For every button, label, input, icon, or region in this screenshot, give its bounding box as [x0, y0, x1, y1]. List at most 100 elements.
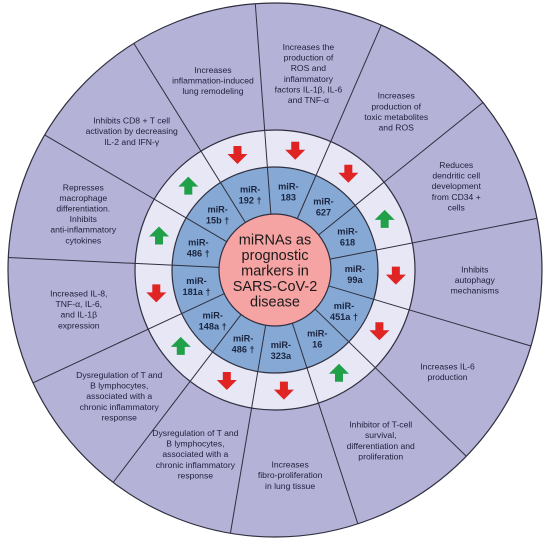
mirna-label-line: miR- [186, 276, 206, 286]
effect-label-line: chronic inflammatory [156, 460, 236, 470]
mirna-label: miR-148a † [199, 311, 227, 332]
down-arrow-icon [146, 284, 167, 303]
effect-label-line: proliferation [358, 451, 403, 461]
effect-label-line: and IL-1β [61, 310, 98, 320]
effect-label-line: Represses [63, 182, 104, 192]
mirna-label-line: 16 [312, 339, 322, 349]
mirna-label: miR-486 † [232, 334, 255, 355]
mirna-label-line: 99a [347, 275, 363, 285]
mirna-label: miR-451a † [330, 301, 358, 322]
mirna-label-line: miR- [307, 328, 327, 338]
center-title-line: disease [250, 294, 300, 310]
mirna-label-line: 486 † [232, 345, 255, 355]
segment-divider [314, 308, 467, 457]
wheel-spokes [8, 3, 538, 534]
mirna-labels: miR-181a †miR-486 †miR-15b †miR-192 †miR… [182, 181, 365, 361]
down-arrow-icon [338, 164, 359, 183]
mirna-label-line: miR- [337, 227, 357, 237]
effect-label-line: cells [448, 202, 465, 212]
segment-divider [8, 256, 220, 268]
segment-divider [229, 325, 267, 534]
mirna-label-line: 148a † [199, 322, 227, 332]
effect-label-line: factors IL-1β, IL-6 [275, 84, 343, 94]
effect-label-line: Dysregulation of T and [76, 370, 162, 380]
effect-label-line: expression [58, 320, 100, 330]
direction-arrows [146, 141, 406, 400]
segment-divider [296, 24, 382, 219]
mirna-label: miR-99a [345, 264, 365, 285]
down-arrow-icon [273, 381, 294, 400]
mirna-label-line: miR- [271, 340, 291, 350]
mirna-label-line: miR- [207, 205, 227, 215]
effect-label-line: differentiation. [56, 203, 110, 213]
effect-label-line: Inhibitor of T-cell [349, 420, 412, 430]
mirna-label-line: miR- [278, 181, 298, 191]
mirna-label-line: 323a [271, 351, 292, 361]
mirna-label-line: 181a † [182, 287, 210, 297]
mirna-label: miR-486 † [187, 238, 210, 259]
effect-label-line: and TNF-α [288, 95, 329, 105]
center-title-line: markers in [241, 263, 309, 279]
segment-divider [328, 285, 532, 347]
mirna-label-line: 486 † [187, 249, 210, 259]
effect-label-line: B lymphocytes, [90, 381, 148, 391]
center-circle [218, 213, 332, 327]
effect-label-line: activation by decreasing [86, 126, 178, 136]
mirna-label: miR-181a † [182, 276, 210, 297]
effect-label-line: differentiation and [347, 441, 415, 451]
mirna-label-line: miR- [313, 197, 333, 207]
effect-label-line: production of [371, 101, 421, 111]
mirna-label-line: 451a † [330, 312, 358, 322]
effect-label-line: dendritic cell [432, 171, 480, 181]
mirna-label-line: miR- [233, 334, 253, 344]
effect-label-line: fibro-proliferation [258, 470, 323, 480]
effect-label-line: lung remodeling [182, 86, 243, 96]
down-arrow-icon [385, 266, 406, 285]
effect-label-line: chronic inflammatory [80, 402, 160, 412]
mirna-label-line: 627 [316, 208, 331, 218]
segment-divider [32, 293, 225, 384]
effect-label-line: associated with a [162, 449, 228, 459]
effect-label-line: IL-2 and IFN-γ [104, 137, 160, 147]
segment-divider [112, 314, 242, 483]
effect-label-line: anti-inflammatory [50, 225, 117, 235]
effect-label-line: cytokines [65, 235, 101, 245]
mirna-label-line: miR- [202, 311, 222, 321]
mirna-label-line: 183 [281, 192, 296, 202]
center-title-line: miRNAs as [239, 232, 312, 248]
effect-label-line: inflammatory [284, 74, 334, 84]
effect-label-line: from CD34 + [432, 192, 481, 202]
segment-divider [44, 134, 227, 243]
mirna-label-line: 192 † [239, 195, 262, 205]
mirna-label: miR-192 † [239, 184, 262, 205]
effect-label-line: Increases [378, 91, 415, 101]
effect-label-line: in lung tissue [265, 481, 315, 491]
effect-label-line: autophagy [455, 275, 496, 285]
effect-label-line: survival, [365, 430, 397, 440]
mirna-label-line: miR- [334, 301, 354, 311]
segment-divider [329, 217, 538, 260]
mirna-label: miR-15b † [206, 205, 230, 226]
effect-label-line: inflammation-induced [172, 76, 254, 86]
mirna-label: miR-183 [278, 181, 298, 202]
mirna-label: miR-627 [313, 197, 333, 218]
mirna-label-line: 15b † [206, 216, 230, 226]
effect-label-line: response [102, 412, 138, 422]
mirna-label: miR-16 [307, 328, 327, 349]
segment-divider [254, 3, 272, 215]
mirna-label: miR-618 [337, 227, 357, 248]
mirna-label: miR-323a [271, 340, 292, 361]
